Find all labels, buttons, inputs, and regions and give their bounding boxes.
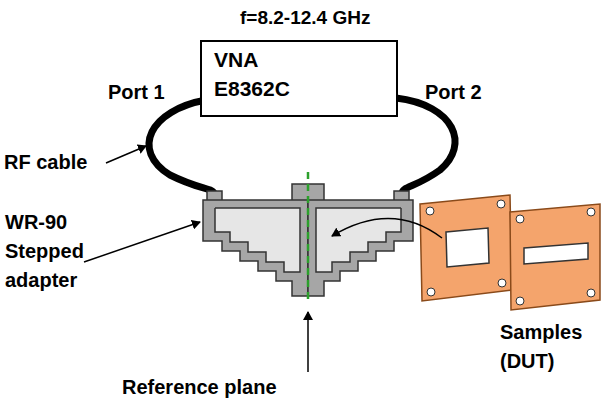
part-label: Reference plane bbox=[122, 373, 277, 402]
sample-plate bbox=[420, 195, 512, 301]
instrument-box: VNA E8362C bbox=[200, 40, 398, 117]
leader-arrow bbox=[84, 222, 200, 262]
instrument-label: VNA E8362C bbox=[214, 45, 290, 104]
reference-plane-line bbox=[307, 172, 310, 304]
rf-cable bbox=[396, 98, 455, 194]
leader-arrow bbox=[106, 146, 146, 163]
part-label: RF cable bbox=[4, 148, 87, 177]
diagram-title: f=8.2-12.4 GHz bbox=[240, 4, 370, 32]
port-label: Port 1 bbox=[108, 78, 165, 107]
port-label: Port 2 bbox=[425, 78, 482, 107]
sample-plate bbox=[510, 204, 600, 310]
part-label: Samples (DUT) bbox=[500, 318, 582, 376]
insert-arrow bbox=[332, 218, 442, 238]
part-label: WR-90 Stepped adapter bbox=[5, 208, 84, 295]
leader-arrow bbox=[307, 312, 309, 372]
